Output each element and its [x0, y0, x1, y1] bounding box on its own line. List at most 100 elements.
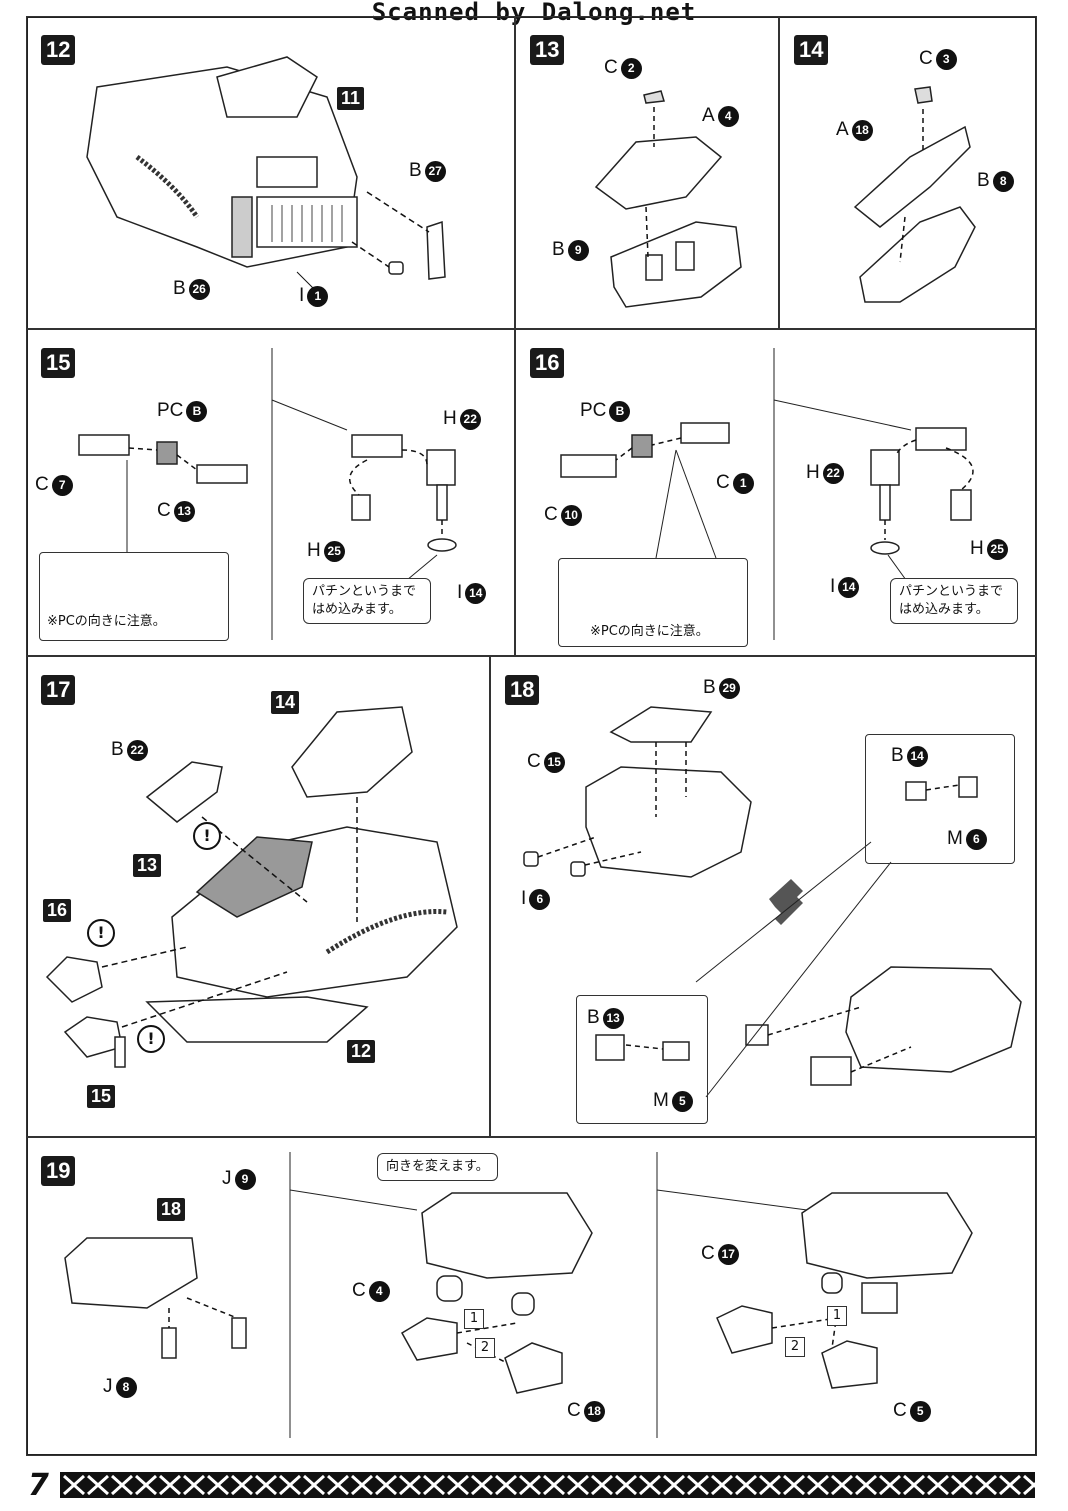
part-letter: B: [891, 745, 904, 766]
part-number: 29: [718, 677, 740, 699]
part-letter: PC: [157, 400, 184, 421]
part-letter: C: [567, 1400, 581, 1421]
part-letter: I: [299, 285, 305, 306]
part-letter: C: [893, 1400, 907, 1421]
part-number: 14: [838, 576, 860, 598]
reference-step-12: 12: [347, 1040, 376, 1063]
part-letter: H: [806, 462, 820, 483]
step-15-illustration: [78, 348, 457, 640]
part-number: 9: [234, 1168, 256, 1190]
part-number: 10: [560, 504, 582, 526]
part-number: 6: [965, 828, 987, 850]
part-number: 18: [851, 119, 873, 141]
reference-step-16: 16: [43, 899, 72, 922]
part-number: 7: [51, 474, 73, 496]
part-letter: C: [35, 474, 49, 495]
part-letter: A: [702, 105, 715, 126]
step-18-illustration: [523, 706, 1022, 1098]
part-number: 27: [424, 160, 446, 182]
part-letter: J: [103, 1376, 113, 1397]
reference-step-14: 14: [271, 691, 300, 714]
part-number: 5: [671, 1090, 693, 1112]
part-number: 15: [543, 751, 565, 773]
part-letter: C: [544, 504, 558, 525]
part-number: 17: [717, 1243, 739, 1265]
scan-credit: Scanned by Dalong.net: [371, 0, 697, 26]
order-marker-2: 2: [785, 1337, 805, 1357]
caution-icon: !: [193, 822, 221, 850]
part-letter: B: [409, 160, 422, 181]
order-marker-1: 1: [827, 1306, 847, 1326]
part-number: 8: [992, 170, 1014, 192]
part-letter: H: [970, 538, 984, 559]
part-number: 2: [620, 57, 642, 79]
page-number: 7: [28, 1468, 49, 1503]
part-number: 13: [173, 500, 195, 522]
part-number: 3: [935, 48, 957, 70]
step-17-illustration: [45, 706, 458, 1068]
part-letter: C: [919, 48, 933, 69]
pc-orientation-inset: [39, 552, 229, 641]
order-marker-1: 1: [464, 1309, 484, 1329]
part-number: 14: [465, 582, 487, 604]
order-marker-2: 2: [475, 1338, 495, 1358]
part-letter: H: [307, 540, 321, 561]
part-letter: C: [157, 500, 171, 521]
part-number: 9: [567, 239, 589, 261]
part-number: 8: [115, 1376, 137, 1398]
part-number: B: [609, 400, 631, 422]
part-number: 1: [307, 285, 329, 307]
reference-step-13: 13: [133, 854, 162, 877]
reference-step-18: 18: [157, 1198, 186, 1221]
step-number: 18: [505, 675, 540, 705]
part-letter: I: [457, 582, 463, 603]
part-number: 13: [602, 1007, 624, 1029]
part-number: 25: [323, 540, 345, 562]
step-14-illustration: [853, 86, 976, 303]
part-number: B: [186, 400, 208, 422]
part-letter: I: [521, 888, 527, 909]
step-16-illustration: [560, 348, 974, 640]
step-number: 17: [41, 675, 76, 705]
part-letter: C: [527, 751, 541, 772]
step-12-illustration: [86, 56, 446, 293]
part-number: 1: [732, 472, 754, 494]
part-letter: B: [552, 239, 565, 260]
part-letter: A: [836, 119, 849, 140]
step-number: 13: [530, 35, 565, 65]
part-letter: B: [703, 677, 716, 698]
part-letter: C: [352, 1280, 366, 1301]
step-13-illustration: [594, 90, 742, 308]
inset-b13-m5: [576, 995, 708, 1124]
step-number: 12: [41, 35, 76, 65]
snap-in-note: パチンというまではめ込みます。: [303, 578, 431, 625]
part-number: 22: [822, 462, 844, 484]
caution-icon: !: [87, 919, 115, 947]
